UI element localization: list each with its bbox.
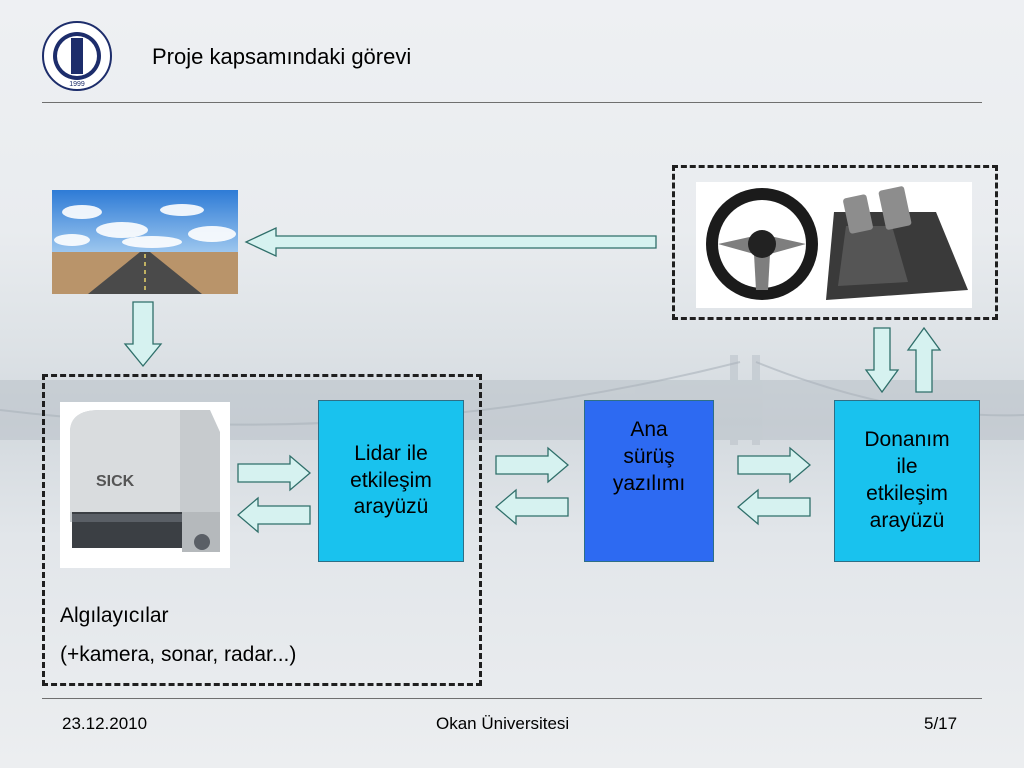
arrow-sensor-to-lidar [237, 454, 312, 492]
footer-divider [42, 698, 982, 699]
sick-lidar-sensor-image: SICK [60, 402, 230, 568]
sensors-caption: Algılayıcılar [60, 604, 169, 627]
arrow-lidar-to-main [495, 446, 570, 484]
arrow-hardware-interface-up [906, 326, 942, 393]
road-landscape-image [52, 190, 238, 294]
hardware-group-frame [672, 165, 998, 320]
slide-title: Proje kapsamındaki görevi [152, 44, 412, 69]
footer-institution: Okan Üniversitesi [436, 714, 570, 733]
arrow-hardware-group-down [864, 327, 900, 394]
logo-year: 1999 [69, 81, 85, 88]
arrow-road-to-sensors [123, 301, 163, 368]
sensors-group-frame [42, 374, 482, 686]
footer-page-number: 5/17 [924, 714, 958, 733]
arrow-main-to-lidar [494, 488, 569, 526]
arrow-hardware-to-road [244, 226, 657, 258]
steering-wheel-pedals-image [696, 182, 972, 308]
header-divider [42, 102, 982, 103]
hardware-interface-box: Donanım ile etkileşim arayüzü [834, 400, 980, 562]
sensors-examples: (+kamera, sonar, radar...) [60, 643, 297, 666]
sensor-brand-label: SICK [96, 473, 135, 490]
arrow-lidar-to-sensor [236, 496, 311, 534]
lidar-interface-box: Lidar ile etkileşim arayüzü [318, 400, 464, 562]
main-driving-software-box: Ana sürüş yazılımı [584, 400, 714, 562]
pedals-icon [826, 186, 968, 300]
arrow-hardware-to-main [736, 488, 811, 526]
footer-date: 23.12.2010 [62, 714, 148, 733]
arrow-main-to-hardware [737, 446, 812, 484]
okan-university-logo: 1999 [42, 21, 112, 91]
steering-wheel-icon [706, 188, 818, 300]
